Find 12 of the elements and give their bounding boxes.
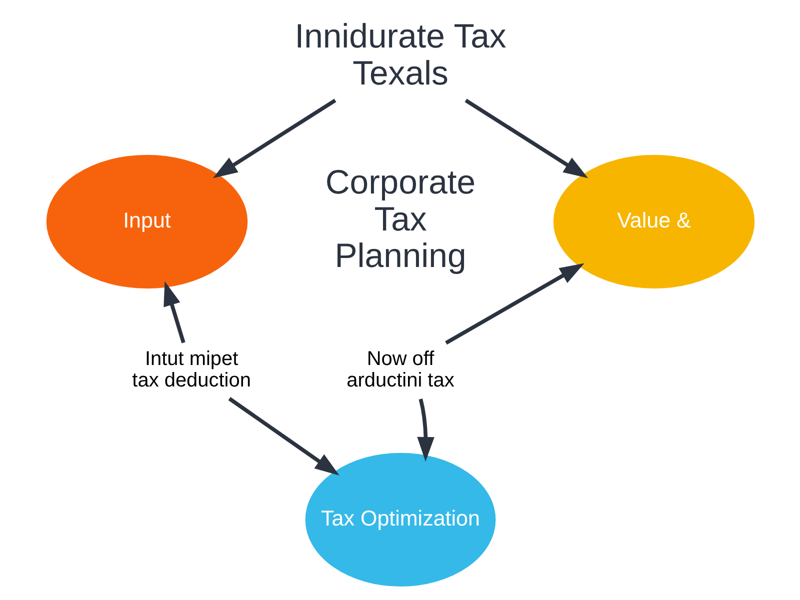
node-text: Now off arductini tax (346, 348, 454, 392)
arrow (444, 263, 584, 345)
arrow (163, 281, 185, 344)
arrow (464, 98, 588, 178)
node-text: Intut mipet tax deduction (132, 348, 250, 392)
arrow (416, 398, 434, 462)
label: Corporate Tax Planning (324, 163, 476, 276)
node-ellipse: Value & (552, 154, 754, 288)
node-ellipse: Input (46, 154, 248, 288)
arrow (212, 98, 336, 178)
arrow (228, 397, 339, 476)
node-text: Innidurate Tax Texals (294, 17, 506, 92)
